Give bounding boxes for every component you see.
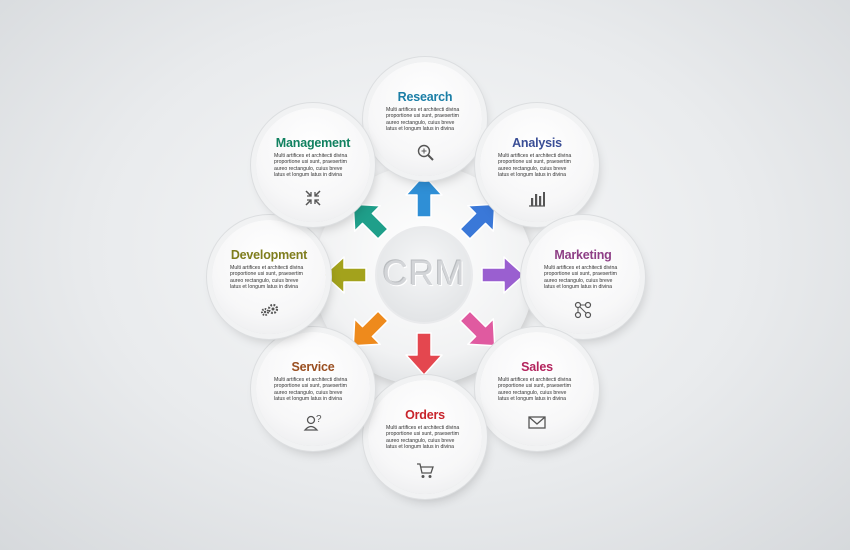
arrow-left: [323, 256, 367, 294]
gears-icon: [259, 300, 279, 320]
node-title: Sales: [521, 360, 553, 374]
arrow-down: [405, 332, 443, 376]
node-title: Orders: [405, 408, 445, 422]
node-title: Research: [397, 90, 453, 104]
node-description: Multi artifices et architecti divina pro…: [230, 265, 304, 290]
arrow-down-right: [459, 310, 496, 347]
node-title: Service: [291, 360, 335, 374]
node-title: Marketing: [554, 248, 612, 262]
node-description: Multi artifices et architecti divina pro…: [498, 153, 572, 178]
cart-icon: [415, 460, 435, 480]
svg-text:?: ?: [316, 414, 322, 425]
network-icon: [573, 300, 593, 320]
arrow-up: [405, 174, 443, 218]
node-description: Multi artifices et architecti divina pro…: [274, 377, 348, 402]
node-description: Multi artifices et architecti divina pro…: [274, 153, 348, 178]
node-title: Development: [230, 248, 308, 262]
node-description: Multi artifices et architecti divina pro…: [386, 425, 460, 450]
node-title: Analysis: [512, 136, 562, 150]
support-user-icon: ?: [303, 412, 323, 432]
arrows-converge-icon: [303, 188, 323, 208]
node-description: Multi artifices et architecti divina pro…: [544, 265, 618, 290]
node-description: Multi artifices et architecti divina pro…: [498, 377, 572, 402]
magnifier-icon: [415, 142, 435, 162]
arrow-down-left: [352, 310, 389, 347]
bar-chart-icon: [527, 188, 547, 208]
hub-title: CRM: [382, 254, 466, 293]
arrow-up-left: [352, 203, 389, 240]
node-title: Management: [275, 136, 351, 150]
arrow-up-right: [459, 203, 496, 240]
envelope-icon: [527, 412, 547, 432]
node-description: Multi artifices et architecti divina pro…: [386, 107, 460, 132]
arrow-right: [481, 256, 525, 294]
hub-inner-circle: [375, 226, 473, 324]
